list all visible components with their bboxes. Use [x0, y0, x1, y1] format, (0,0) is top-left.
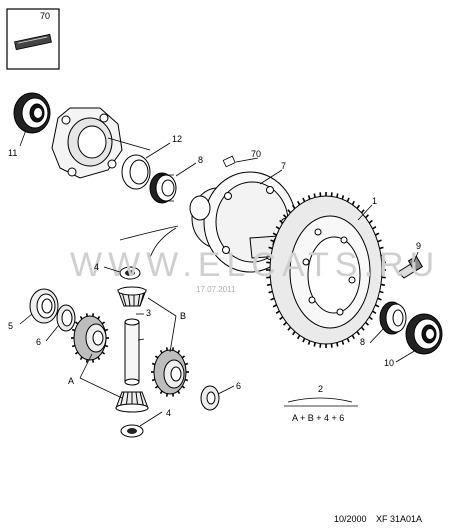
bearing-housing-icon	[51, 107, 151, 179]
callout-B: B	[180, 311, 186, 321]
leader-lines	[19, 129, 419, 427]
washer-6-right-icon	[200, 385, 220, 411]
callout-12: 12	[172, 134, 182, 144]
washer-4-bottom-icon	[120, 424, 144, 438]
planet-gear-bottom-icon	[115, 391, 149, 413]
washer-6-left-icon	[56, 304, 76, 332]
pin-70-marker	[222, 155, 236, 168]
callout-8-bottom: 8	[360, 337, 365, 347]
bearing-11-icon	[13, 92, 51, 134]
callout-9: 9	[416, 241, 421, 251]
callout-10: 10	[384, 358, 394, 368]
planet-gear-top-icon	[117, 286, 147, 307]
inset-box: 70	[6, 8, 60, 70]
footer-date: 10/2000	[334, 514, 367, 524]
side-gear-left-icon	[71, 313, 109, 363]
bearing-8-top-icon	[149, 172, 177, 204]
formula-text: A + B + 4 + 6	[292, 413, 344, 423]
watermark-date: 17.07.2011	[196, 285, 236, 294]
callout-5: 5	[8, 321, 13, 331]
watermark-text: WWW.ELCATS.RU	[70, 246, 440, 284]
washer-4-top-icon	[119, 266, 141, 280]
callout-6-right: 6	[236, 381, 241, 391]
side-gear-right-icon	[151, 347, 189, 397]
callout-2: 2	[318, 384, 323, 394]
callout-6-left: 6	[36, 337, 41, 347]
callout-8-top: 8	[198, 155, 203, 165]
callout-3: 3	[146, 308, 151, 318]
callout-70: 70	[251, 149, 261, 159]
washer-12-icon	[121, 154, 151, 190]
seal-10-icon	[405, 313, 443, 355]
shaft-3-icon	[124, 318, 140, 386]
bearing-8-bottom-icon	[379, 301, 407, 335]
callout-11: 11	[8, 148, 17, 158]
callout-4-bottom: 4	[166, 408, 171, 418]
formula-block: 2 A + B + 4 + 6	[284, 384, 358, 423]
footer-code: XF 31A01A	[376, 514, 422, 524]
callout-1: 1	[372, 196, 377, 206]
callout-labels: 11 12 8 70 7 1 9 8 10 4 3 5 6 6 4 A B	[8, 134, 421, 418]
callout-A: A	[68, 376, 74, 386]
bolt-9-icon	[397, 255, 424, 279]
callout-4-top: 4	[94, 262, 99, 272]
callout-7: 7	[281, 161, 286, 171]
inset-label: 70	[40, 11, 50, 21]
pin-70-icon	[14, 33, 52, 51]
washer-5-icon	[29, 288, 59, 324]
ring-gear-icon	[266, 192, 386, 348]
